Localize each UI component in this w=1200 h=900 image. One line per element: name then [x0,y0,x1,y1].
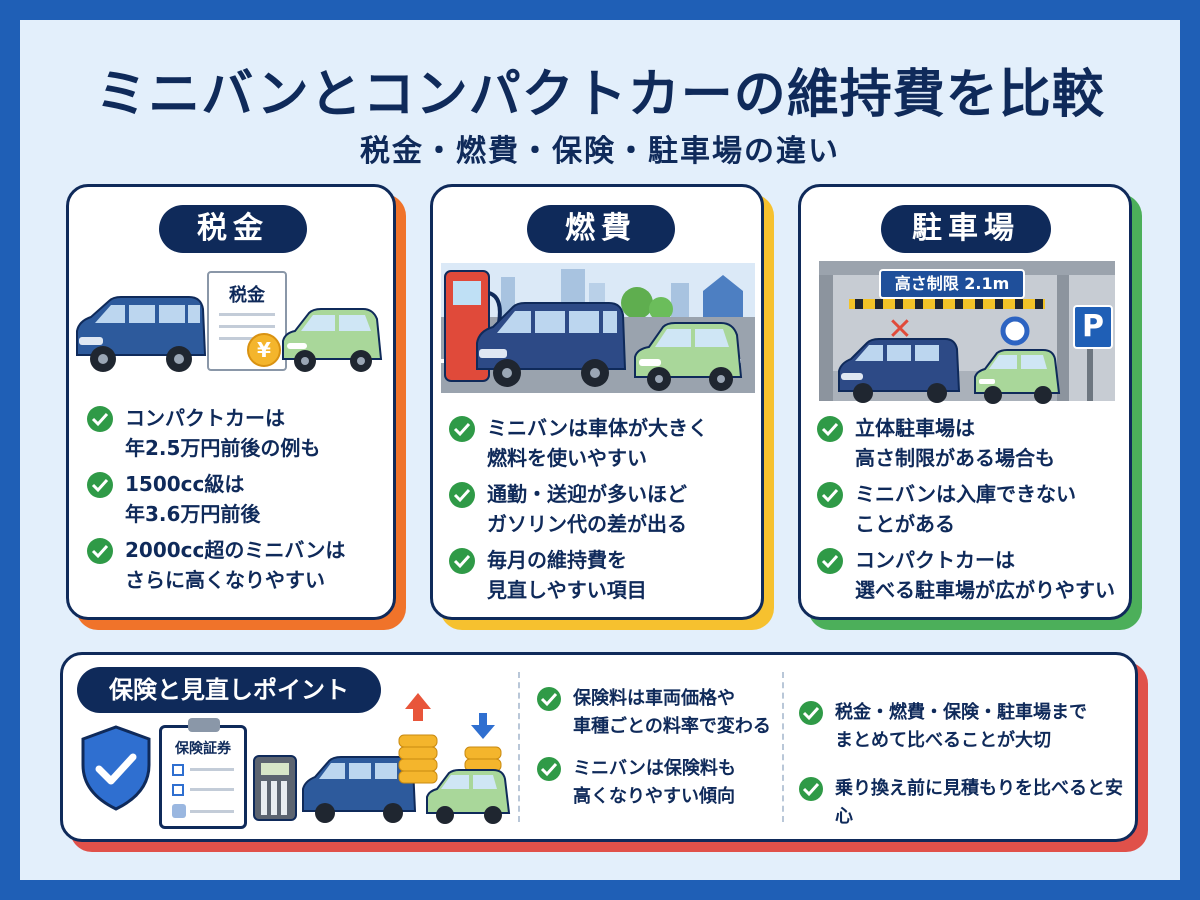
coin-stack-up-icon [398,693,438,784]
insurance-certificate-label: 保険証券 [175,741,231,757]
check-icon [537,757,561,781]
tax-item-text: コンパクトカーは 年2.5万円前後の例も [125,406,321,460]
check-icon [817,482,843,508]
fuel-item-text: 通勤・送迎が多いほど ガソリン代の差が出る [487,482,687,536]
list-item: コンパクトカーは 選べる駐車場が広がりやすい [817,545,1127,605]
list-item: 毎月の維持費を 見直しやすい項目 [449,545,759,605]
list-item: 通勤・送迎が多いほど ガソリン代の差が出る [449,479,759,539]
insurance-certificate-icon: 保険証券 [159,718,247,829]
minivan-illustration [838,338,961,403]
tax-item-text: 1500cc級は 年3.6万円前後 [125,472,261,526]
height-limit-sign: 高さ制限 2.1m [879,269,1025,299]
coin-stack-down-icon [464,713,502,772]
insurance-item-text: 乗り換え前に見積もりを比べると安心 [835,778,1123,827]
yen-symbol: ¥ [257,338,271,362]
insurance-item-text: ミニバンは保険料も 高くなりやすい傾向 [573,758,736,807]
check-icon [799,701,823,725]
tax-item-text: 2000cc超のミニバンは さらに高くなりやすい [125,538,346,592]
parking-checklist: 立体駐車場は 高さ制限がある場合も ミニバンは入庫できない ことがある コンパク… [817,413,1127,611]
minivan-illustration [302,756,417,823]
insurance-item-text: 税金・燃費・保険・駐車場まで まとめて比べることが大切 [835,702,1087,751]
column-divider [518,672,520,822]
check-icon [817,548,843,574]
list-item: 立体駐車場は 高さ制限がある場合も [817,413,1127,473]
list-item: ミニバンは車体が大きく 燃料を使いやすい [449,413,759,473]
list-item: ミニバンは入庫できない ことがある [817,479,1127,539]
fuel-card: 燃費 [430,184,774,630]
compact-car-illustration [634,322,743,391]
list-item: 保険料は車両価格や 車種ごとの料率で変わる [537,685,787,741]
compact-car-illustration [974,349,1061,404]
list-item: 税金・燃費・保険・駐車場まで まとめて比べることが大切 [799,699,1129,755]
fuel-checklist: ミニバンは車体が大きく 燃料を使いやすい 通勤・送迎が多いほど ガソリン代の差が… [449,413,759,611]
height-limit-text: 高さ制限 2.1m [894,274,1010,293]
check-icon [449,482,475,508]
check-icon [87,472,113,498]
calculator-icon [253,755,297,821]
check-icon [449,548,475,574]
check-icon [799,777,823,801]
tax-checklist: コンパクトカーは 年2.5万円前後の例も 1500cc級は 年3.6万円前後 2… [87,403,387,601]
parking-item-text: 立体駐車場は 高さ制限がある場合も [855,416,1055,470]
parking-item-text: ミニバンは入庫できない ことがある [855,482,1076,536]
insurance-checklist-left: 保険料は車両価格や 車種ごとの料率で変わる ミニバンは保険料も 高くなりやすい傾… [537,685,787,825]
column-divider [782,672,784,822]
fuel-card-face: 燃費 [430,184,764,620]
minivan-illustration [476,302,627,387]
tax-card-title: 税金 [159,205,307,253]
check-icon [87,406,113,432]
list-item: コンパクトカーは 年2.5万円前後の例も [87,403,387,463]
tax-card: 税金 税金 ¥ [66,184,406,630]
list-item: 2000cc超のミニバンは さらに高くなりやすい [87,535,387,595]
check-icon [817,416,843,442]
list-item: 乗り換え前に見積もりを比べると安心 [799,775,1129,831]
parking-card-title: 駐車場 [881,205,1051,253]
page-subtitle: 税金・燃費・保険・駐車場の違い [360,134,840,169]
parking-card: 駐車場 [798,184,1142,630]
parking-sign-icon: P [1073,305,1113,349]
tax-card-face: 税金 税金 ¥ [66,184,396,620]
insurance-checklist-right: 税金・燃費・保険・駐車場まで まとめて比べることが大切 乗り換え前に見積もりを比… [799,699,1129,839]
fuel-card-title: 燃費 [527,205,675,253]
parking-sign-letter: P [1082,309,1104,344]
fuel-item-text: ミニバンは車体が大きく 燃料を使いやすい [487,416,708,470]
parking-item-text: コンパクトカーは 選べる駐車場が広がりやすい [855,548,1115,602]
compact-car-illustration [426,769,511,824]
check-icon [537,687,561,711]
shield-icon [81,725,151,811]
check-icon [449,416,475,442]
list-item: 1500cc級は 年3.6万円前後 [87,469,387,529]
insurance-panel-face: 保険と見直しポイント 保険証券 [60,652,1138,842]
tax-document-label: 税金 [229,285,265,306]
insurance-item-text: 保険料は車両価格や 車種ごとの料率で変わる [573,688,771,737]
yen-coin-icon: ¥ [247,333,281,367]
minivan-illustration [76,296,207,372]
list-item: ミニバンは保険料も 高くなりやすい傾向 [537,755,787,811]
insurance-panel-title: 保険と見直しポイント [77,667,381,713]
check-icon [87,538,113,564]
fuel-item-text: 毎月の維持費を 見直しやすい項目 [487,548,647,602]
compact-car-illustration [282,308,383,372]
insurance-panel: 保険と見直しポイント 保険証券 [60,652,1148,852]
page-title: ミニバンとコンパクトカーの維持費を比較 [95,65,1105,125]
parking-card-face: 駐車場 [798,184,1132,620]
